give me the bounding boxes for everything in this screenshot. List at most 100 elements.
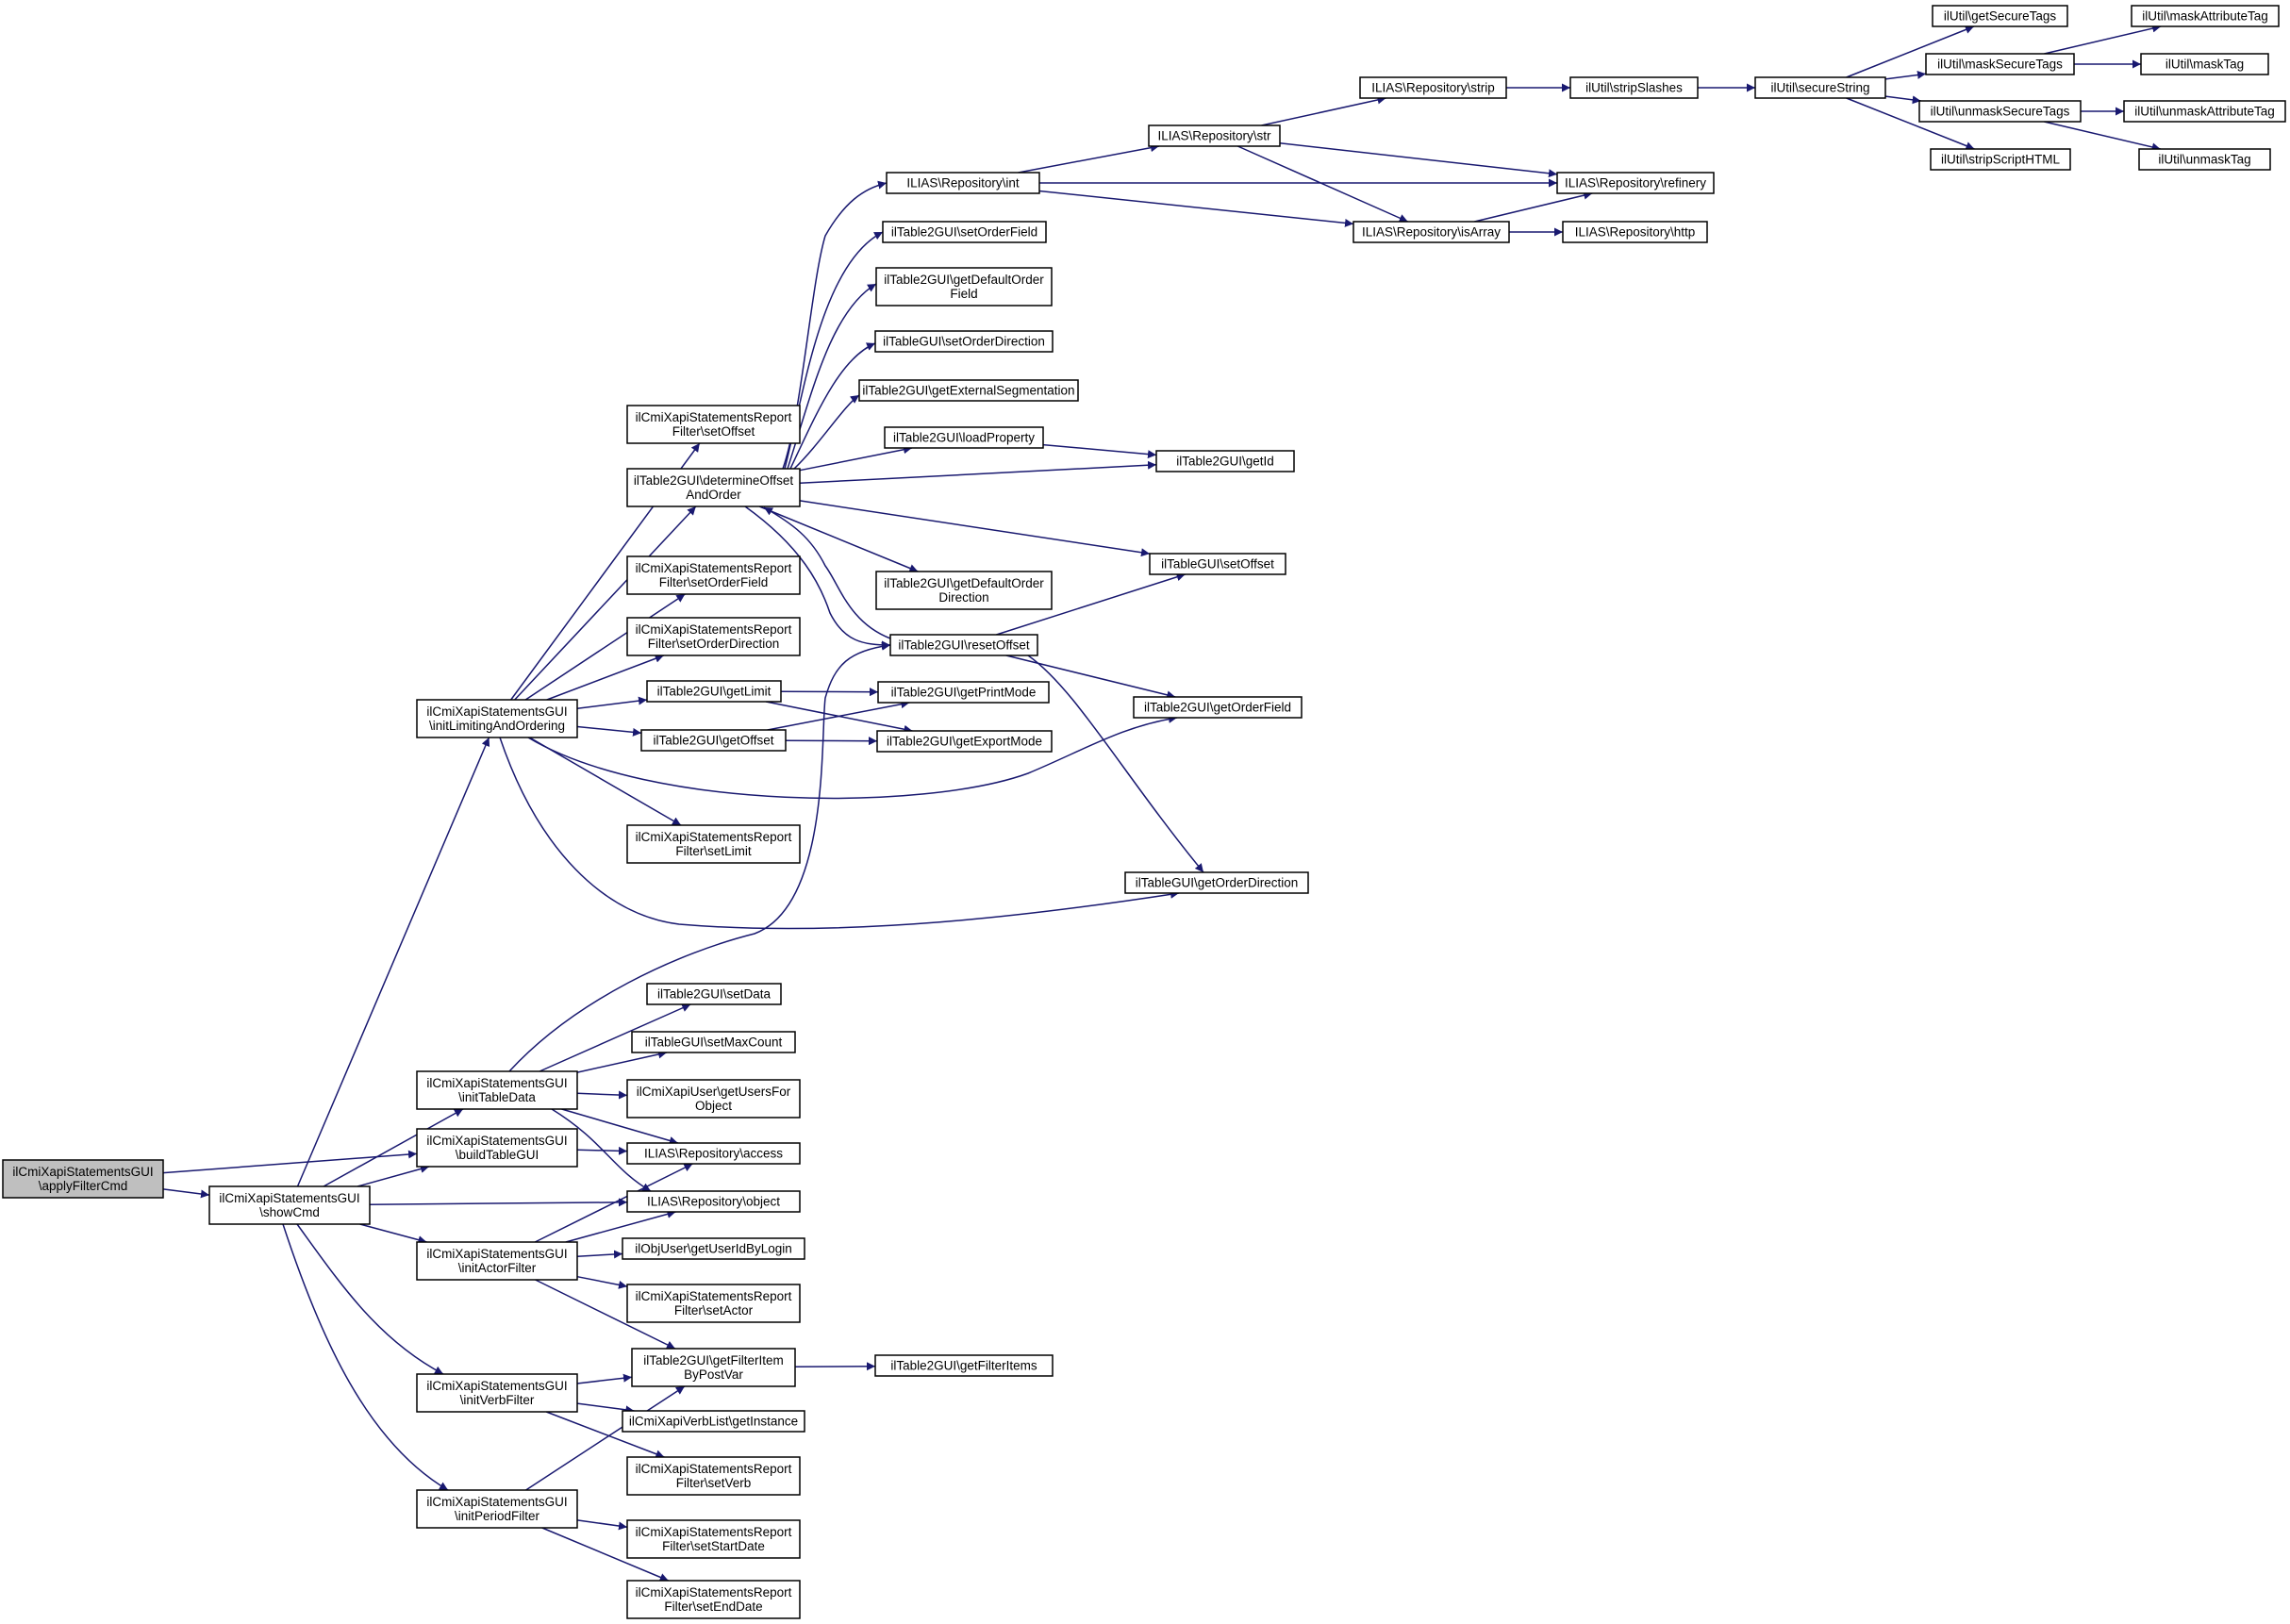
node-u-unmask-secure-tags[interactable]: ilUtil\unmaskSecureTags — [1918, 100, 2082, 123]
node-repo-strip[interactable]: ILIAS\Repository\strip — [1359, 76, 1507, 99]
node-u-strip-slashes[interactable]: ilUtil\stripSlashes — [1569, 76, 1699, 99]
node-label-line: ilTable2GUI\setData — [657, 987, 772, 1002]
node-u-mask-secure-tags[interactable]: ilUtil\maskSecureTags — [1925, 53, 2075, 75]
node-t2-get-print-mode[interactable]: ilTable2GUI\getPrintMode — [877, 681, 1050, 704]
edge-t2-reset-offset-to-t2-determine-offset-and-order — [763, 506, 891, 639]
node-label-line: Filter\setOrderField — [659, 575, 769, 589]
edge-t2-determine-offset-and-order-to-t2-get-default-order-direction — [758, 505, 919, 572]
node-label-line: ilTable2GUI\getLimit — [657, 685, 772, 699]
node-box — [626, 1079, 801, 1119]
node-u-get-secure-tags[interactable]: ilUtil\getSecureTags — [1932, 5, 2068, 27]
node-label-line: ilCmiXapiStatementsReport — [636, 410, 792, 424]
node-label-line: ilUtil\stripScriptHTML — [1941, 153, 2061, 167]
edge-init-period-filter-to-t2-get-filter-item-by-post-var — [525, 1385, 686, 1491]
node-label-line: ilCmiXapiStatementsGUI — [426, 704, 567, 719]
node-t2-get-order-field[interactable]: ilTable2GUI\getOrderField — [1133, 696, 1303, 719]
node-label-line: ILIAS\Repository\strip — [1371, 81, 1495, 95]
node-t-set-order-direction[interactable]: ilTableGUI\setOrderDirection — [874, 330, 1054, 353]
edge-t2-determine-offset-and-order-to-t2-get-external-segmentation — [793, 394, 860, 470]
node-label-line: ilCmiXapiStatementsReport — [636, 830, 792, 844]
node-rf-set-end-date[interactable]: ilCmiXapiStatementsReportFilter\setEndDa… — [626, 1580, 801, 1619]
node-t2-set-order-field[interactable]: ilTable2GUI\setOrderField — [882, 221, 1047, 243]
node-apply-filter-cmd[interactable]: ilCmiXapiStatementsGUI\applyFilterCmd — [2, 1159, 164, 1199]
node-init-verb-filter[interactable]: ilCmiXapiStatementsGUI\initVerbFilter — [416, 1373, 578, 1413]
node-t-get-order-direction[interactable]: ilTableGUI\getOrderDirection — [1124, 871, 1309, 894]
node-repo-int[interactable]: ILIAS\Repository\int — [886, 172, 1040, 194]
node-repo-str[interactable]: ILIAS\Repository\str — [1148, 124, 1281, 147]
node-label-line: ILIAS\Repository\access — [644, 1147, 783, 1161]
node-box — [416, 699, 578, 738]
node-t2-reset-offset[interactable]: ilTable2GUI\resetOffset — [889, 634, 1038, 656]
edge-init-table-data-to-t2-reset-offset — [508, 641, 891, 1072]
node-repo-object[interactable]: ILIAS\Repository\object — [626, 1190, 801, 1213]
edge-init-limiting-and-ordering-to-rf-set-order-direction — [546, 654, 664, 701]
node-box — [886, 172, 1040, 194]
node-box — [1149, 553, 1286, 575]
node-u-mask-attribute-tag[interactable]: ilUtil\maskAttributeTag — [2131, 5, 2280, 27]
node-init-period-filter[interactable]: ilCmiXapiStatementsGUI\initPeriodFilter — [416, 1489, 578, 1529]
graph-edges — [162, 24, 2162, 1582]
node-ou-get-user-id-by-login[interactable]: ilObjUser\getUserIdByLogin — [622, 1237, 805, 1260]
node-show-cmd[interactable]: ilCmiXapiStatementsGUI\showCmd — [208, 1185, 371, 1225]
node-box — [416, 1241, 578, 1281]
node-u-unmask-tag[interactable]: ilUtil\unmaskTag — [2138, 148, 2271, 171]
node-t-set-max-count[interactable]: ilTableGUI\setMaxCount — [631, 1031, 796, 1053]
node-box — [626, 1190, 801, 1213]
node-repo-access[interactable]: ILIAS\Repository\access — [626, 1142, 801, 1165]
node-rf-set-order-direction[interactable]: ilCmiXapiStatementsReportFilter\setOrder… — [626, 617, 801, 656]
node-u-secure-string[interactable]: ilUtil\secureString — [1754, 76, 1886, 99]
node-build-table-gui[interactable]: ilCmiXapiStatementsGUI\buildTableGUI — [416, 1128, 578, 1168]
graph-nodes: ilCmiXapiStatementsGUI\applyFilterCmdilC… — [2, 5, 2286, 1619]
node-t2-get-external-segmentation[interactable]: ilTable2GUI\getExternalSegmentation — [858, 379, 1079, 402]
node-u-unmask-attribute-tag[interactable]: ilUtil\unmaskAttributeTag — [2123, 100, 2286, 123]
node-box — [2138, 148, 2271, 171]
node-t2-set-data[interactable]: ilTable2GUI\setData — [646, 983, 782, 1005]
node-label-line: ilUtil\maskAttributeTag — [2142, 9, 2268, 24]
edge-init-actor-filter-to-repo-access — [534, 1163, 693, 1243]
node-label-line: ilUtil\maskTag — [2166, 58, 2244, 72]
edge-init-limiting-and-ordering-to-t2-get-limit — [576, 696, 648, 710]
node-label-line: ilCmiXapiStatementsGUI — [426, 1379, 567, 1393]
node-repo-is-array[interactable]: ILIAS\Repository\isArray — [1352, 221, 1510, 243]
node-label-line: ilUtil\stripSlashes — [1585, 81, 1683, 95]
node-repo-http[interactable]: ILIAS\Repository\http — [1562, 221, 1708, 243]
node-repo-refinery[interactable]: ILIAS\Repository\refinery — [1556, 172, 1715, 194]
node-label-line: \applyFilterCmd — [39, 1179, 128, 1193]
node-box — [626, 1456, 801, 1496]
node-t-set-offset[interactable]: ilTableGUI\setOffset — [1149, 553, 1286, 575]
node-init-table-data[interactable]: ilCmiXapiStatementsGUI\initTableData — [416, 1070, 578, 1110]
node-box — [1133, 696, 1303, 719]
node-t2-load-property[interactable]: ilTable2GUI\loadProperty — [884, 426, 1044, 449]
node-init-limiting-and-ordering[interactable]: ilCmiXapiStatementsGUI\initLimitingAndOr… — [416, 699, 578, 738]
node-t2-get-limit[interactable]: ilTable2GUI\getLimit — [646, 680, 782, 703]
node-vl-get-instance[interactable]: ilCmiXapiVerbList\getInstance — [622, 1410, 805, 1433]
node-box — [1918, 100, 2082, 123]
edge-init-actor-filter-to-t2-get-filter-item-by-post-var — [535, 1279, 676, 1350]
node-label-line: \initVerbFilter — [460, 1393, 535, 1407]
node-t2-get-offset[interactable]: ilTable2GUI\getOffset — [640, 729, 787, 752]
node-rf-set-order-field[interactable]: ilCmiXapiStatementsReportFilter\setOrder… — [626, 555, 801, 595]
node-u-mask-tag[interactable]: ilUtil\maskTag — [2140, 53, 2269, 75]
edge-apply-filter-cmd-to-show-cmd — [162, 1188, 210, 1199]
edge-u-secure-string-to-u-mask-secure-tags — [1884, 70, 1927, 80]
node-rf-set-offset[interactable]: ilCmiXapiStatementsReportFilter\setOffse… — [626, 405, 801, 444]
node-t2-get-id[interactable]: ilTable2GUI\getId — [1155, 450, 1295, 472]
edge-t2-determine-offset-and-order-to-t-set-order-direction — [789, 342, 876, 470]
node-box — [1562, 221, 1708, 243]
node-label-line: ilUtil\unmaskSecureTags — [1931, 105, 2070, 119]
node-rf-set-start-date[interactable]: ilCmiXapiStatementsReportFilter\setStart… — [626, 1519, 801, 1559]
node-t2-get-export-mode[interactable]: ilTable2GUI\getExportMode — [876, 730, 1053, 753]
node-label-line: ILIAS\Repository\http — [1575, 225, 1696, 240]
node-init-actor-filter[interactable]: ilCmiXapiStatementsGUI\initActorFilter — [416, 1241, 578, 1281]
node-t2-get-filter-items[interactable]: ilTable2GUI\getFilterItems — [874, 1354, 1054, 1377]
node-u-strip-script-html[interactable]: ilUtil\stripScriptHTML — [1930, 148, 2071, 171]
